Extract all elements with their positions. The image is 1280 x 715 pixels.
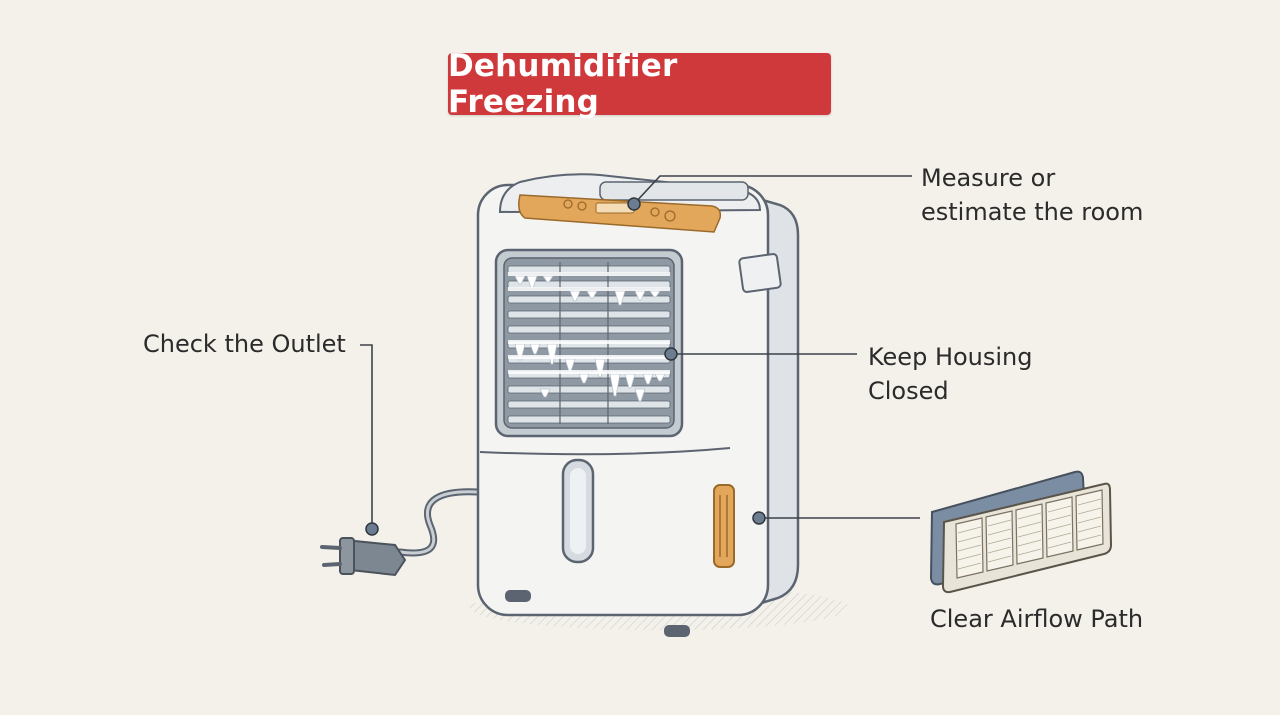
callout-housing-line-1: Keep Housing — [868, 343, 1033, 371]
callout-airflow: Clear Airflow Path — [930, 602, 1143, 636]
filter-mesh — [1017, 521, 1042, 529]
air-filter-icon — [929, 470, 1113, 594]
filter-mesh — [1047, 514, 1072, 522]
power-plug-icon — [320, 488, 482, 577]
filter-mesh — [1017, 530, 1042, 538]
leader-outlet — [360, 344, 373, 528]
grille-slat — [507, 415, 671, 424]
title-badge: Dehumidifier Freezing — [448, 48, 831, 120]
dot-outlet — [365, 522, 379, 536]
filter-mesh — [1077, 498, 1102, 506]
filter-mesh — [1017, 548, 1042, 556]
filter-mesh — [957, 562, 982, 570]
filter-mesh — [987, 528, 1012, 536]
filter-mesh — [1017, 539, 1042, 547]
water-tank — [479, 447, 731, 564]
leader-dots — [365, 197, 766, 536]
filter-mesh — [987, 537, 1012, 545]
callout-outlet-line-1: Check the Outlet — [143, 330, 346, 358]
callout-room: Measure or estimate the room — [921, 161, 1143, 229]
filter-mesh — [957, 544, 982, 552]
frost-band — [508, 370, 670, 374]
callout-outlet: Check the Outlet — [143, 327, 346, 361]
grille-slat — [507, 400, 671, 409]
frost-band — [508, 287, 670, 291]
callout-room-line-2: estimate the room — [921, 198, 1144, 226]
filter-mesh — [1017, 512, 1042, 520]
filter-mesh — [1077, 525, 1102, 533]
grille-slat — [507, 265, 671, 274]
filter-mesh — [987, 519, 1012, 527]
filter-mesh — [987, 546, 1012, 554]
ice-drip — [634, 388, 646, 402]
frozen-coil-icon — [507, 262, 671, 424]
dot-room — [627, 197, 641, 211]
grille-slat — [507, 385, 671, 394]
filter-mesh — [1077, 507, 1102, 515]
ice-drip — [539, 388, 551, 398]
control-panel-icon — [518, 194, 722, 233]
frost-band — [508, 355, 670, 359]
side-vent-icon — [713, 484, 735, 568]
callout-housing-line-2: Closed — [868, 377, 949, 405]
callout-housing: Keep Housing Closed — [868, 340, 1033, 408]
grille-slat — [507, 310, 671, 319]
callout-room-line-1: Measure or — [921, 164, 1056, 192]
filter-mesh — [1047, 505, 1072, 513]
filter-mesh — [1077, 516, 1102, 524]
leader-lines — [360, 175, 920, 528]
dot-airflow — [752, 511, 766, 525]
filter-mesh — [1077, 534, 1102, 542]
filter-mesh — [1047, 523, 1072, 531]
filter-mesh — [987, 555, 1012, 563]
frost-band — [508, 272, 670, 276]
filter-mesh — [957, 526, 982, 534]
grille-slat — [507, 295, 671, 304]
dot-housing — [664, 347, 678, 361]
filter-mesh — [957, 535, 982, 543]
grille-slat — [507, 325, 671, 334]
filter-mesh — [957, 553, 982, 561]
filter-mesh — [1047, 532, 1072, 540]
leader-room — [633, 175, 912, 205]
filter-mesh — [1047, 541, 1072, 549]
callout-airflow-line-1: Clear Airflow Path — [930, 605, 1144, 633]
frost-band — [508, 340, 670, 344]
caster-wheels — [505, 590, 690, 637]
